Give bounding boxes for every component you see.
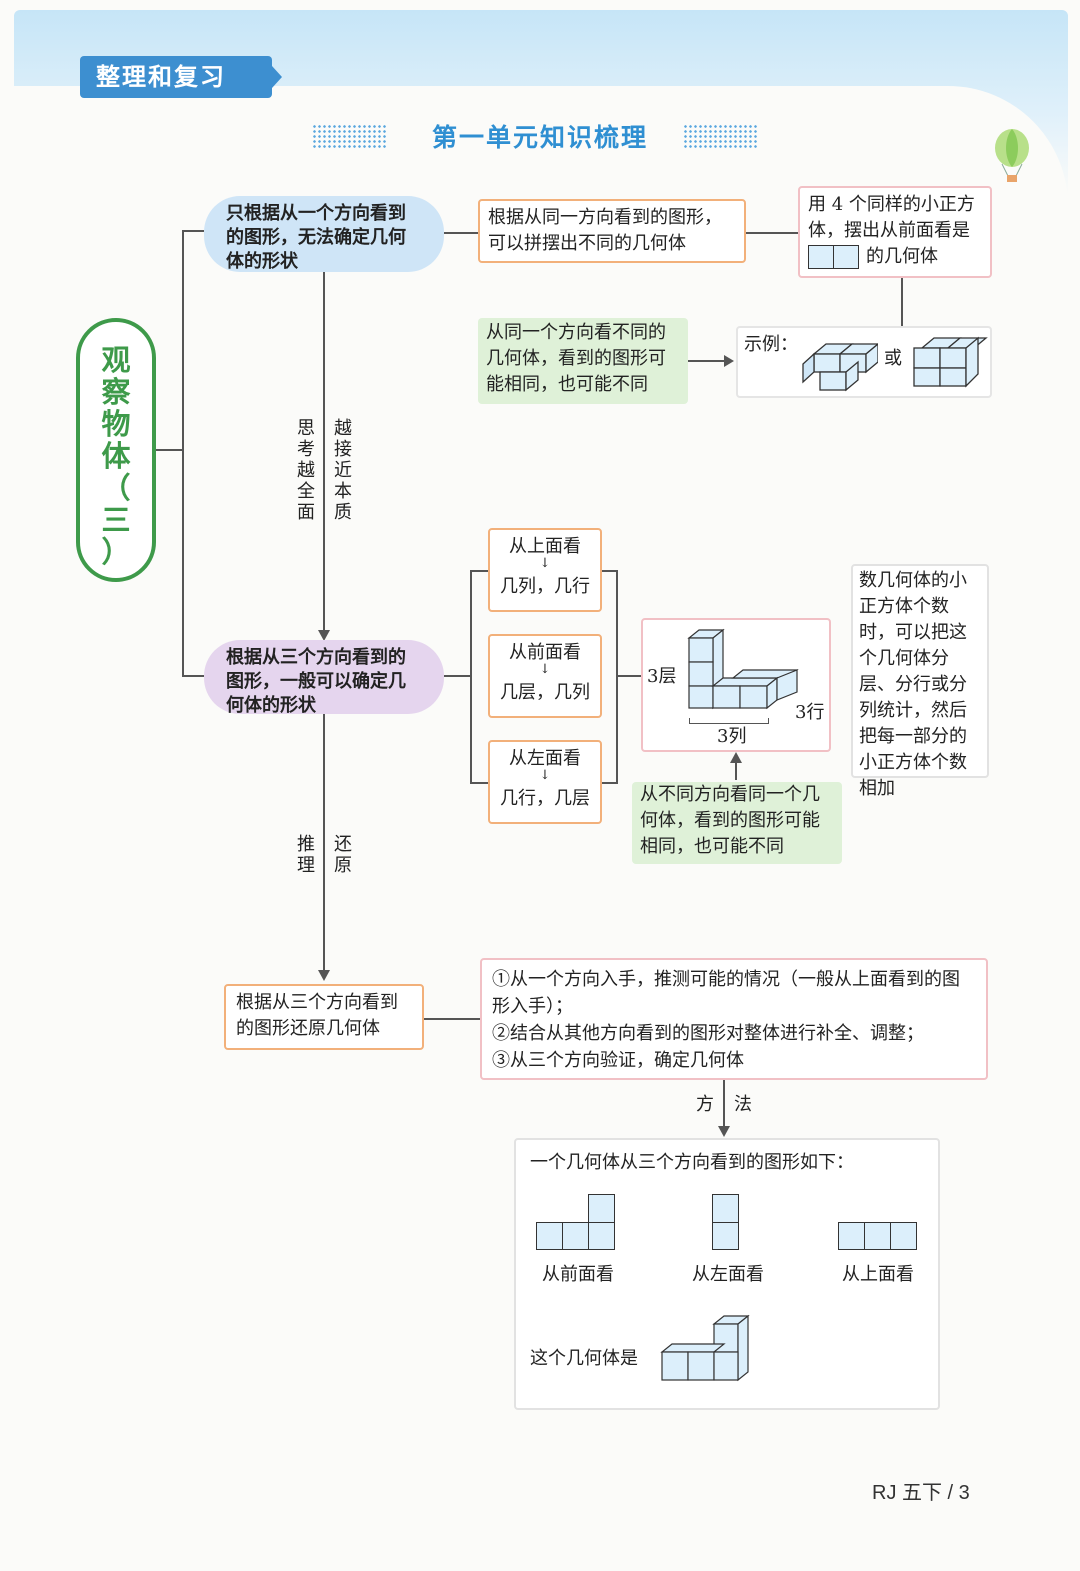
view-label-left: 从左面看 [692, 1264, 764, 1285]
main-topic-char: 物 [101, 407, 131, 441]
pink-box-text-1: 用 4 个同样的小正方体，摆出从前面看是 [808, 194, 975, 241]
layers-label: 3层 [647, 666, 677, 687]
example-intro: 一个几何体从三个方向看到的图形如下： [530, 1152, 854, 1173]
arrow-label-think: 思考越全面 [297, 418, 315, 523]
view-label-front: 从前面看 [542, 1264, 614, 1285]
connector [156, 449, 183, 451]
hot-air-balloon-icon [995, 129, 1029, 182]
main-topic-char: 三 [101, 503, 131, 537]
view-box-top: 从上面看 ↓ 几列，几行 [488, 528, 602, 612]
arrow-down-icon [318, 970, 330, 981]
or-label: 或 [884, 348, 902, 369]
arrow-right-icon [724, 355, 734, 367]
cols-brace [689, 718, 769, 724]
view-box-front-detail: 几层，几列 [500, 682, 590, 703]
connector [182, 230, 204, 232]
section-badge: 整理和复习 [80, 56, 282, 98]
connector [424, 1018, 480, 1020]
method-label-left: 方 [696, 1094, 714, 1115]
connector [182, 675, 204, 677]
arrow-up-icon [730, 752, 742, 763]
view-box-top-title: 从上面看 [509, 536, 581, 557]
concept-oval-one-view: 只根据从一个方向看到的图形，无法确定几何体的形状 [204, 196, 444, 272]
arrow-down-icon [318, 630, 330, 641]
arrow-label-restore: 还原 [334, 834, 352, 876]
main-topic-char: ） [101, 535, 131, 569]
connector [323, 272, 325, 634]
arrow-down-icon [718, 1126, 730, 1137]
view-box-left-detail: 几行，几层 [500, 788, 590, 809]
view-box-left-title: 从左面看 [509, 748, 581, 769]
main-topic-pill: 观察物体（三） [76, 318, 156, 582]
title-decoration-right [683, 124, 759, 150]
step-2: ②结合从其他方向看到的图形对整体进行补全、调整； [492, 1023, 924, 1044]
concept-oval-three-views: 根据从三个方向看到的图形，一般可以确定几何体的形状 [204, 640, 444, 716]
view-label-top: 从上面看 [842, 1264, 914, 1285]
result-solid-icon [660, 1314, 750, 1382]
connector [901, 278, 903, 326]
main-topic-char: （ [101, 471, 131, 505]
example-box: 示例： 或 [736, 326, 992, 398]
steps-box: ①从一个方向入手，推测可能的情况（一般从上面看到的图形入手）； ②结合从其他方向… [480, 958, 988, 1080]
step-1: ①从一个方向入手，推测可能的情况（一般从上面看到的图形入手）； [492, 969, 960, 1017]
connector [688, 360, 726, 362]
connector [444, 675, 470, 677]
front-view-shape [536, 1194, 616, 1250]
pink-box-text-2: 的几何体 [866, 246, 938, 267]
arrow-label-reasoning: 推理 [297, 834, 315, 876]
left-view-shape [712, 1194, 740, 1250]
views-bracket-right [600, 570, 618, 784]
unit-title: 第一单元知识梳理 [431, 123, 648, 152]
views-bracket-left [470, 570, 488, 784]
cols-label: 3列 [717, 726, 747, 747]
result-label: 这个几何体是 [530, 1348, 638, 1369]
connector [618, 675, 642, 677]
counting-note: 数几何体的小正方体个数时，可以把这个几何体分层、分行或分列统计，然后把每一部分的… [851, 564, 989, 799]
restore-example-box: 一个几何体从三个方向看到的图形如下： 从前面看 从左面看 从上面看 这个几何体是 [514, 1138, 940, 1410]
example-label: 示例： [744, 334, 798, 355]
main-topic-char: 观 [101, 343, 131, 377]
step-3: ③从三个方向验证，确定几何体 [492, 1050, 744, 1071]
connector [444, 232, 478, 234]
view-box-front-title: 从前面看 [509, 642, 581, 663]
cube-example-2-icon [913, 336, 988, 388]
main-topic-label: 观察物体（三） [80, 344, 152, 568]
cube-figure-box: 3层 3行 3列 [641, 618, 831, 752]
main-topic-char: 体 [101, 439, 131, 473]
connector [182, 230, 184, 676]
l-shaped-cubes-icon [687, 628, 799, 710]
cube-example-1-icon [802, 343, 878, 392]
view-box-front: 从前面看 ↓ 几层，几列 [488, 634, 602, 718]
page-number: RJ 五下 / 3 [872, 1482, 970, 1504]
connector [723, 1080, 725, 1130]
green-box-different-solids: 从同一个方向看不同的几何体，看到的图形可能相同，也可能不同 [478, 318, 688, 404]
arrow-label-essence: 越接近本质 [334, 418, 352, 523]
view-box-left: 从左面看 ↓ 几行，几层 [488, 740, 602, 824]
connector [323, 714, 325, 974]
front-view-two-squares [808, 245, 860, 269]
main-topic-char: 察 [101, 375, 131, 409]
connector [746, 232, 798, 234]
pink-box-task: 用 4 个同样的小正方体，摆出从前面看是 的几何体 [798, 186, 992, 278]
rows-label: 3行 [795, 702, 825, 723]
top-view-shape [838, 1222, 918, 1250]
title-decoration-left [312, 124, 388, 150]
view-box-top-detail: 几列，几行 [500, 576, 590, 597]
orange-box-same-view: 根据从同一方向看到的图形，可以拼摆出不同的几何体 [478, 199, 746, 263]
green-box-same-solid: 从不同方向看同一个几何体，看到的图形可能相同，也可能不同 [632, 782, 842, 864]
method-label-right: 法 [734, 1094, 752, 1115]
connector [735, 762, 737, 780]
orange-box-restore: 根据从三个方向看到的图形还原几何体 [224, 984, 424, 1050]
